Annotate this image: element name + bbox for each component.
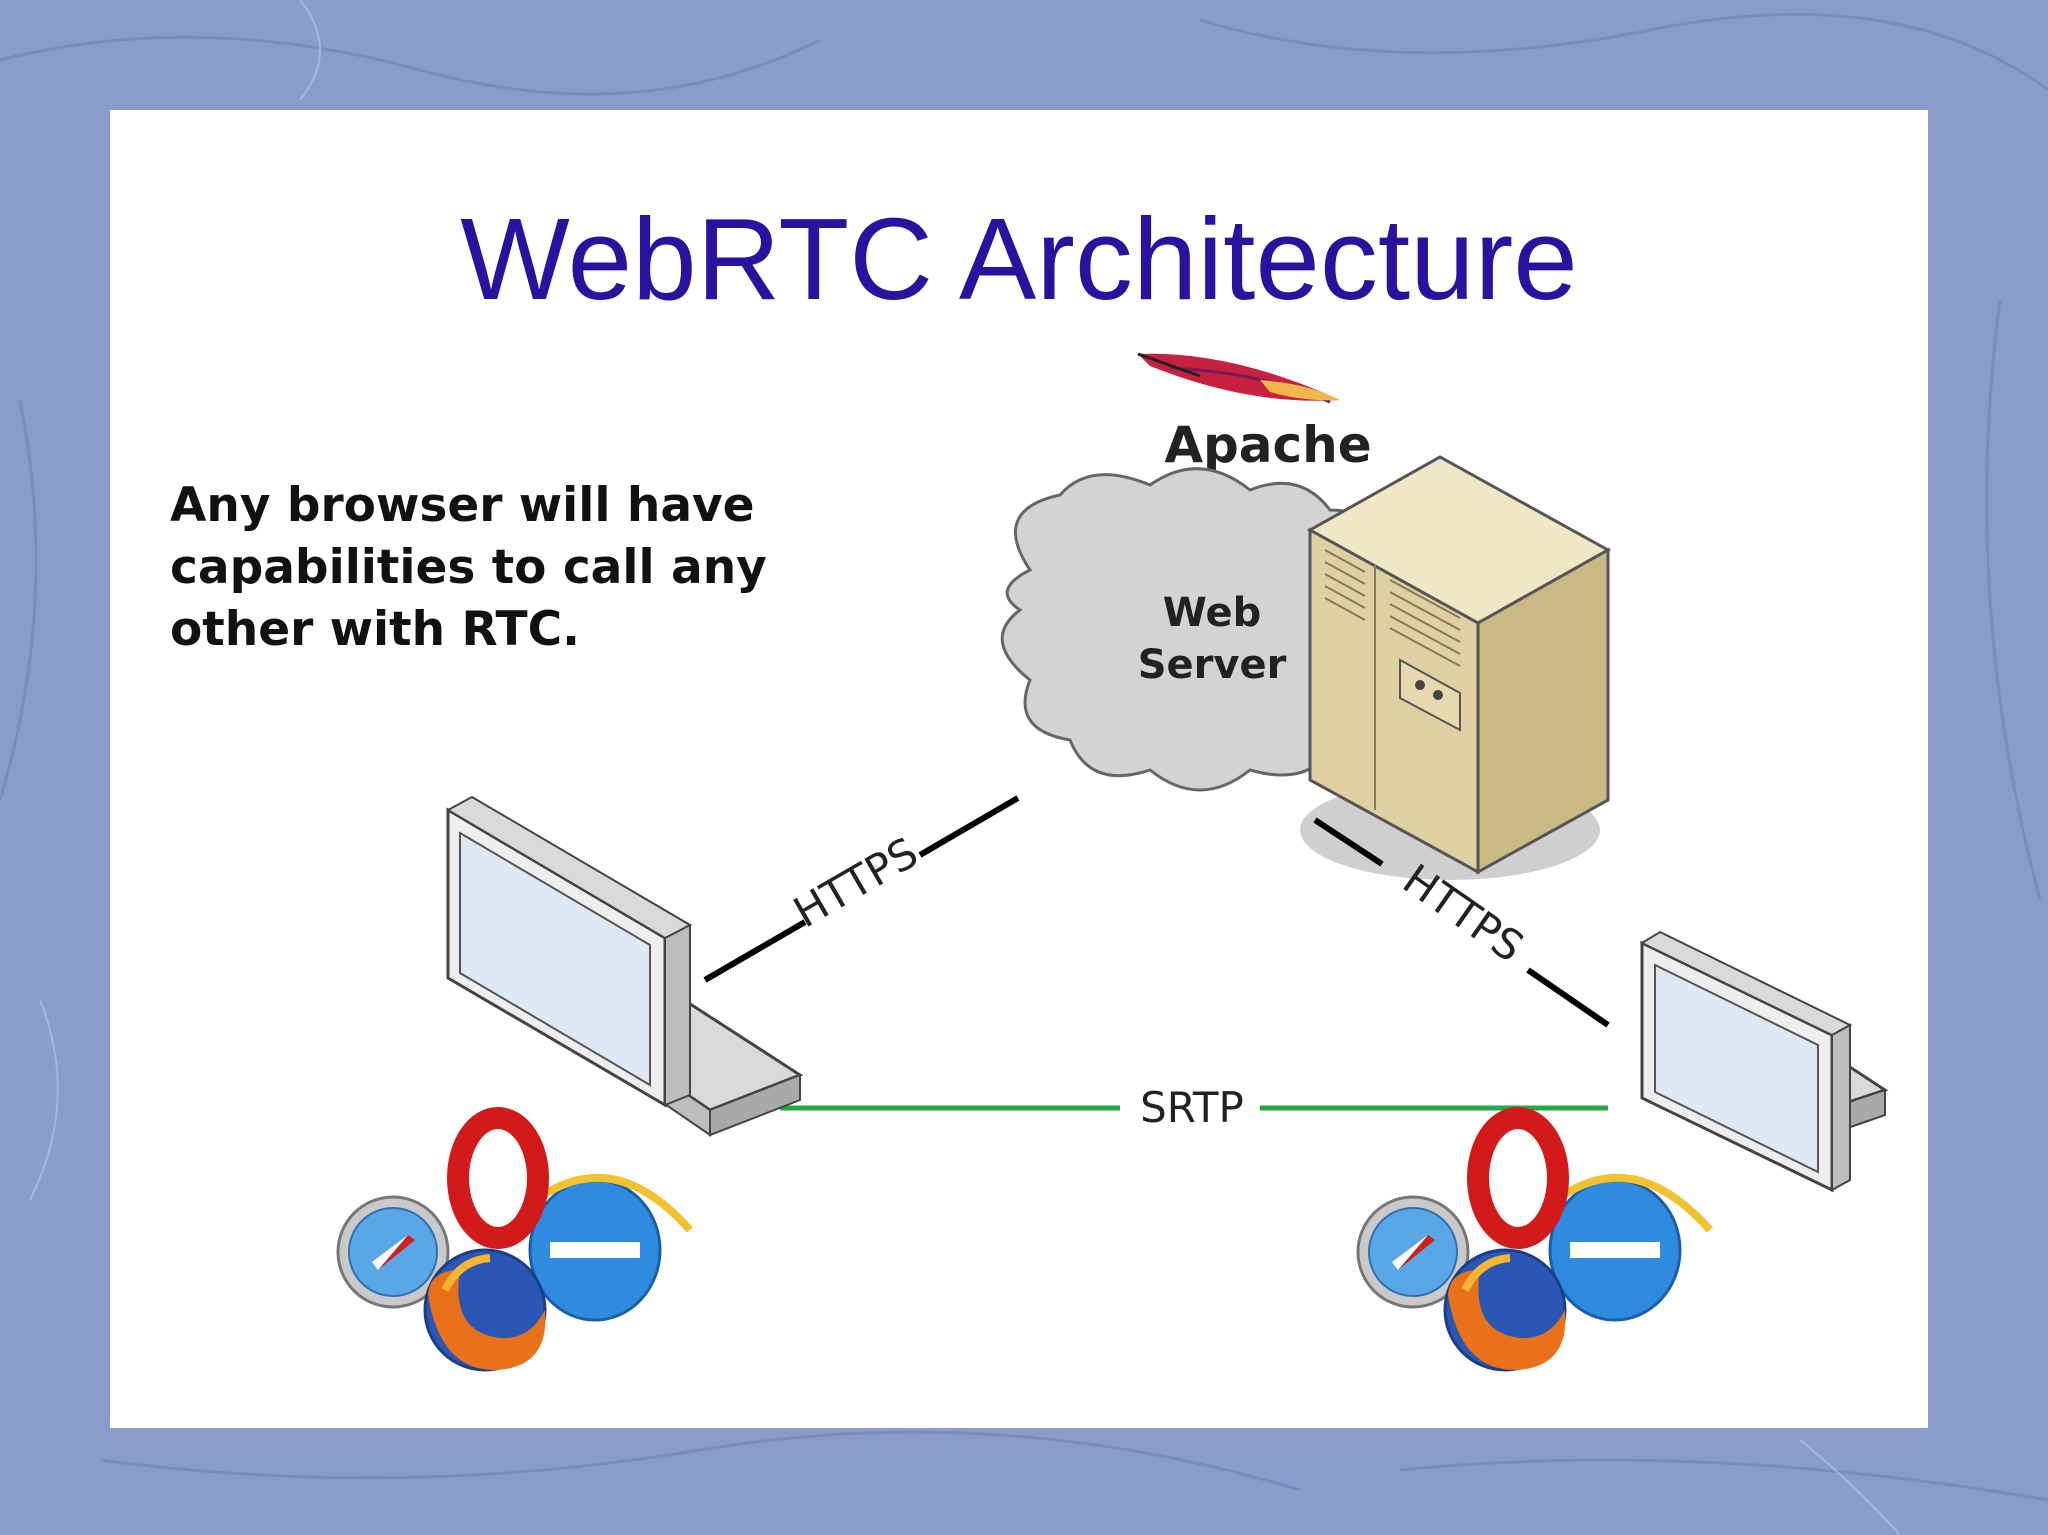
- monitor-icon: [445, 795, 804, 1137]
- left-https-link-lower: [703, 919, 807, 983]
- safari-icon: [1356, 1195, 1470, 1309]
- cloud-label-server: Server: [1138, 642, 1287, 688]
- apache-feather-icon: [1137, 352, 1340, 404]
- slide-canvas: WebRTC Architecture Any browser will hav…: [110, 110, 1928, 1428]
- firefox-icon: [423, 1248, 547, 1372]
- left-https-link: [918, 795, 1020, 858]
- monitor-icon: [1639, 930, 1889, 1193]
- server-tower-icon: [1300, 455, 1612, 880]
- right-https-link: [1313, 817, 1384, 867]
- browser-icons-left: [336, 1107, 693, 1372]
- cloud-label-web: Web: [1163, 590, 1261, 636]
- ie-icon: [527, 1173, 693, 1322]
- apache-label: Apache: [1164, 416, 1371, 474]
- srtp-label: SRTP: [1140, 1083, 1244, 1132]
- firefox-icon: [1443, 1248, 1567, 1372]
- architecture-diagram: Apache Web Server: [336, 352, 1889, 1372]
- slide-title: WebRTC Architecture: [460, 194, 1578, 324]
- safari-icon: [336, 1195, 450, 1309]
- slide-caption: Any browser will have capabilities to ca…: [170, 478, 767, 657]
- right-https-link-lower: [1526, 967, 1610, 1028]
- opera-icon: [447, 1107, 549, 1249]
- opera-icon: [1467, 1107, 1569, 1249]
- browser-icons-right: [1356, 1107, 1713, 1372]
- ie-icon: [1547, 1173, 1713, 1322]
- left-https-label: HTTPS: [785, 828, 926, 938]
